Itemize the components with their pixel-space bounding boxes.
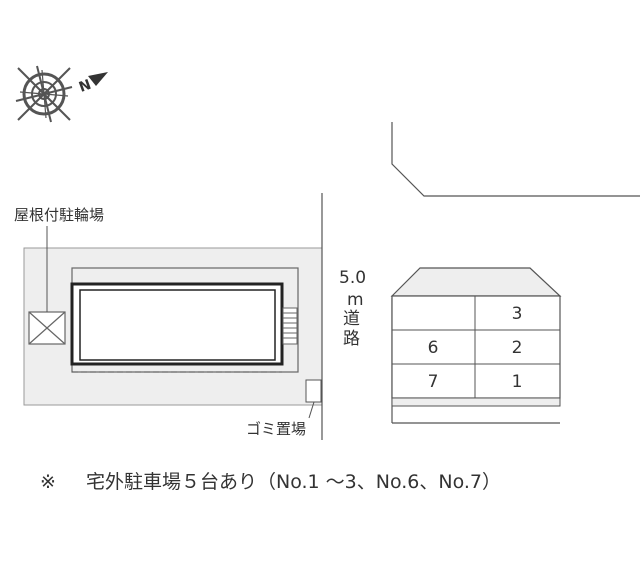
garbage-area-label: ゴミ置場 — [246, 420, 306, 438]
bike-parking-marker — [28, 226, 66, 345]
parking-lot-header — [390, 267, 562, 297]
parking-space-6: 6 — [428, 338, 439, 358]
stairs — [282, 307, 298, 345]
north-compass-icon — [15, 65, 108, 123]
parking-lot-strip — [391, 397, 561, 407]
parking-lot — [391, 295, 561, 399]
parking-space-1: 1 — [512, 372, 523, 392]
parking-space-3: 3 — [512, 304, 523, 324]
road-label-char-1: 道 — [343, 309, 360, 329]
building — [70, 282, 284, 366]
parking-space-2: 2 — [512, 338, 523, 358]
compass-north-label: N — [77, 77, 93, 96]
road-width-value: 5.0 — [339, 268, 366, 288]
bike-parking-label: 屋根付駐輪場 — [14, 206, 104, 224]
footnote-mark: ※ — [40, 471, 56, 493]
road-label-char-2: 路 — [343, 329, 360, 349]
road-edge-line — [391, 122, 640, 197]
garbage-area-marker — [305, 379, 322, 419]
footnote-text: 宅外駐車場５台あり（No.1 ～3、No.6、No.7） — [86, 471, 501, 493]
road-width-unit: m — [347, 290, 364, 310]
parking-space-7: 7 — [428, 372, 439, 392]
